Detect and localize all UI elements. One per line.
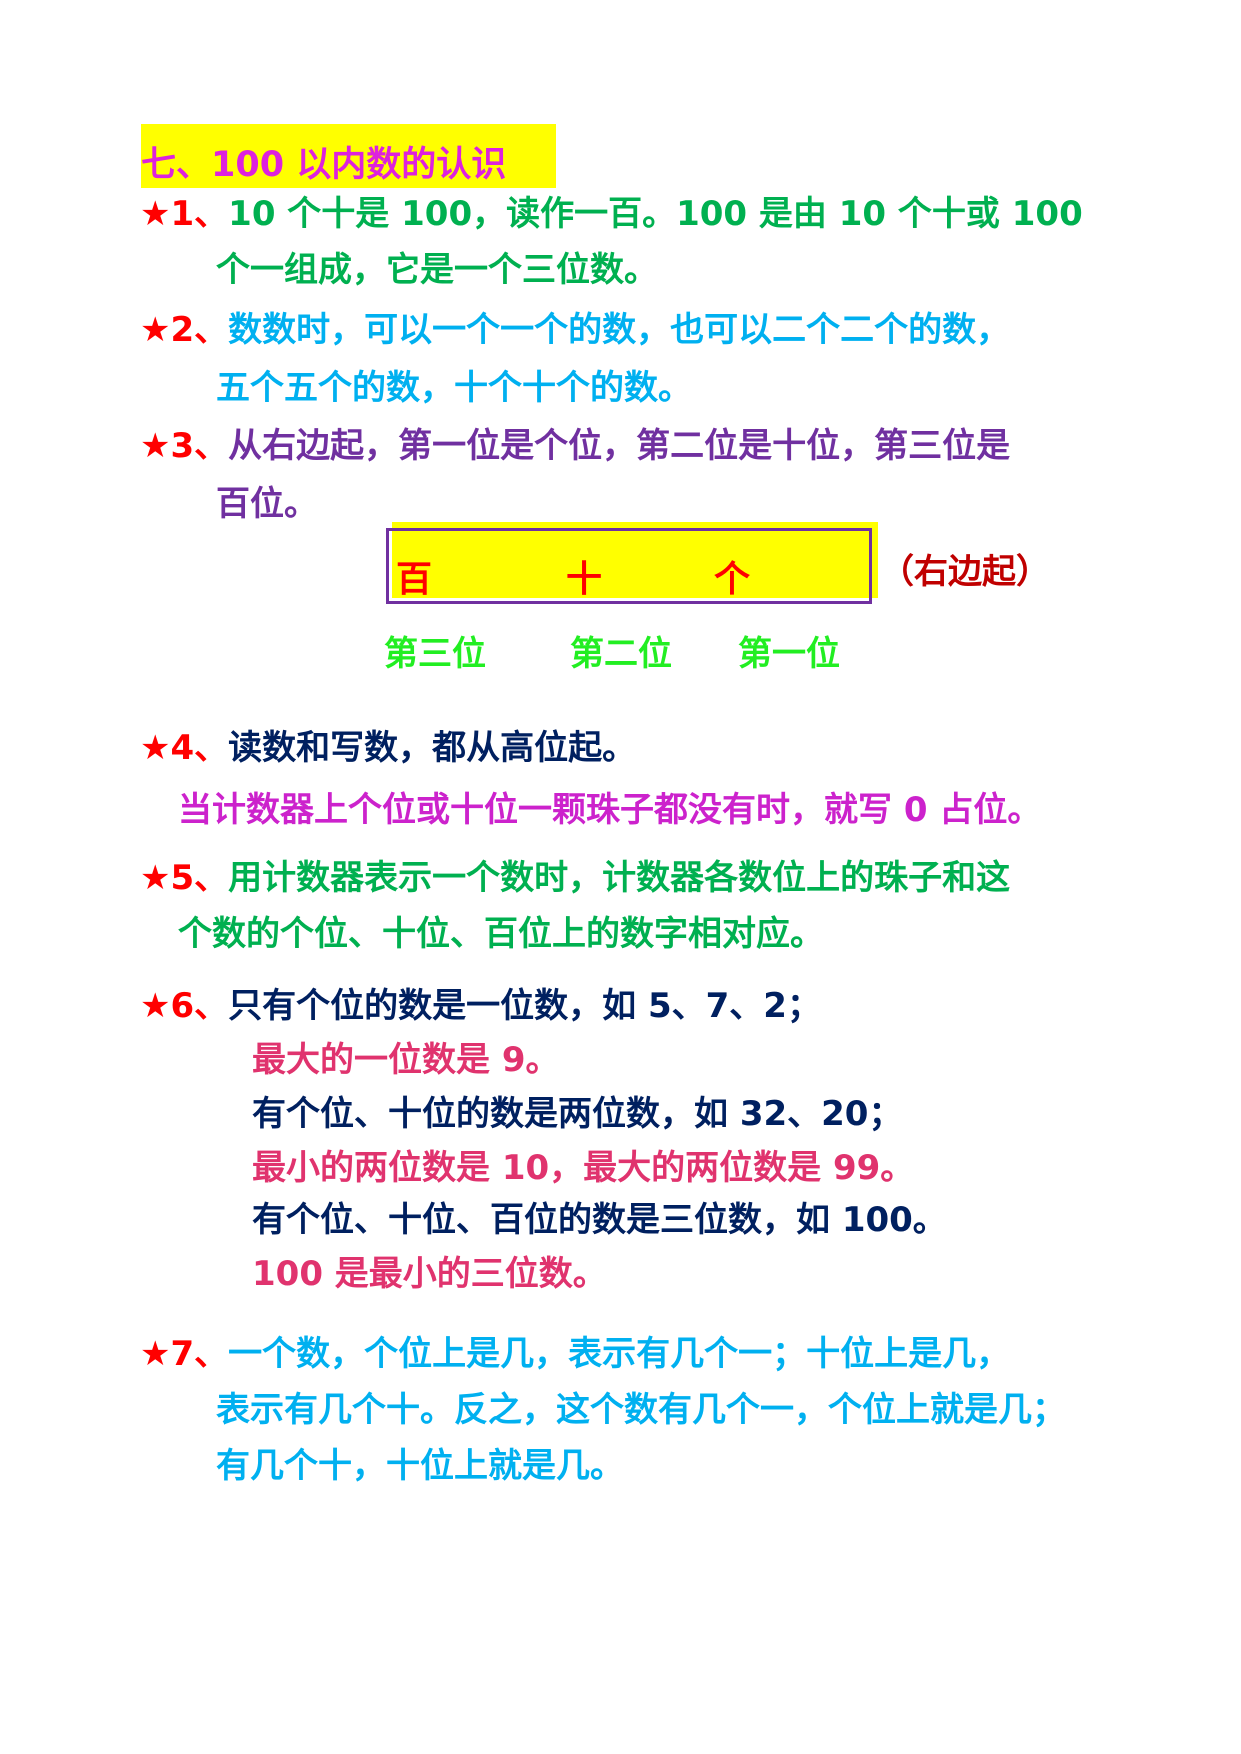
place-tens: 十 bbox=[566, 559, 603, 600]
item-4: ★4、读数和写数，都从高位起。 bbox=[140, 728, 636, 768]
position-second: 第二位 bbox=[570, 634, 672, 674]
item-6-line-6: 100 是最小的三位数。 bbox=[252, 1254, 607, 1294]
item-1-line-2: 个一组成，它是一个三位数。 bbox=[216, 250, 658, 290]
star-icon: ★ bbox=[140, 310, 171, 350]
item-6-line-3: 有个位、十位的数是两位数，如 32、20； bbox=[252, 1094, 903, 1134]
item-number: 1、 bbox=[170, 194, 229, 234]
star-icon: ★ bbox=[140, 858, 171, 898]
item-number: 2、 bbox=[170, 310, 229, 350]
star-icon: ★ bbox=[140, 986, 171, 1026]
item-text: 10 个十是 100，读作一百。100 是由 10 个十或 100 bbox=[228, 194, 1083, 234]
item-text: 只有个位的数是一位数，如 5、7、2； bbox=[228, 986, 821, 1026]
item-3-line-2: 百位。 bbox=[216, 484, 318, 524]
item-6-line-5: 有个位、十位、百位的数是三位数，如 100。 bbox=[252, 1200, 947, 1240]
place-value-box bbox=[386, 528, 872, 604]
item-text: 从右边起，第一位是个位，第二位是十位，第三位是 bbox=[228, 426, 1011, 466]
item-6-line-2: 最大的一位数是 9。 bbox=[252, 1040, 560, 1080]
item-number: 5、 bbox=[170, 858, 229, 898]
item-3: ★3、从右边起，第一位是个位，第二位是十位，第三位是 bbox=[140, 426, 1010, 466]
place-note: （右边起） bbox=[880, 552, 1050, 592]
position-first: 第一位 bbox=[738, 634, 840, 674]
title-highlight bbox=[141, 124, 556, 188]
item-number: 6、 bbox=[170, 986, 229, 1026]
section-title: 七、100 以内数的认识 bbox=[141, 145, 507, 185]
place-ones: 个 bbox=[714, 559, 751, 600]
item-2-line-2: 五个五个的数，十个十个的数。 bbox=[216, 368, 692, 408]
item-7-line-3: 有几个十，十位上就是几。 bbox=[216, 1446, 624, 1486]
star-icon: ★ bbox=[140, 194, 171, 234]
item-7-line-2: 表示有几个十。反之，这个数有几个一，个位上就是几； bbox=[216, 1390, 1066, 1430]
item-5: ★5、用计数器表示一个数时，计数器各数位上的珠子和这 bbox=[140, 858, 1010, 898]
item-6: ★6、只有个位的数是一位数，如 5、7、2； bbox=[140, 986, 821, 1026]
star-icon: ★ bbox=[140, 728, 171, 768]
item-number: 4、 bbox=[170, 728, 229, 768]
item-text: 一个数，个位上是几，表示有几个一；十位上是几， bbox=[228, 1334, 1011, 1374]
item-number: 3、 bbox=[170, 426, 229, 466]
item-4-line-2: 当计数器上个位或十位一颗珠子都没有时，就写 0 占位。 bbox=[178, 790, 1042, 830]
item-7: ★7、一个数，个位上是几，表示有几个一；十位上是几， bbox=[140, 1334, 1010, 1374]
place-hundreds: 百 bbox=[396, 559, 433, 600]
place-value-highlight bbox=[392, 522, 878, 598]
item-2: ★2、数数时，可以一个一个的数，也可以二个二个的数， bbox=[140, 310, 1010, 350]
position-third: 第三位 bbox=[384, 634, 486, 674]
item-text: 用计数器表示一个数时，计数器各数位上的珠子和这 bbox=[228, 858, 1011, 898]
item-text: 读数和写数，都从高位起。 bbox=[228, 728, 637, 768]
star-icon: ★ bbox=[140, 426, 171, 466]
item-number: 7、 bbox=[170, 1334, 229, 1374]
item-5-line-2: 个数的个位、十位、百位上的数字相对应。 bbox=[178, 914, 824, 954]
item-1: ★1、10 个十是 100，读作一百。100 是由 10 个十或 100 bbox=[140, 194, 1083, 234]
item-text: 数数时，可以一个一个的数，也可以二个二个的数， bbox=[228, 310, 1011, 350]
item-6-line-4: 最小的两位数是 10，最大的两位数是 99。 bbox=[252, 1148, 915, 1188]
star-icon: ★ bbox=[140, 1334, 171, 1374]
